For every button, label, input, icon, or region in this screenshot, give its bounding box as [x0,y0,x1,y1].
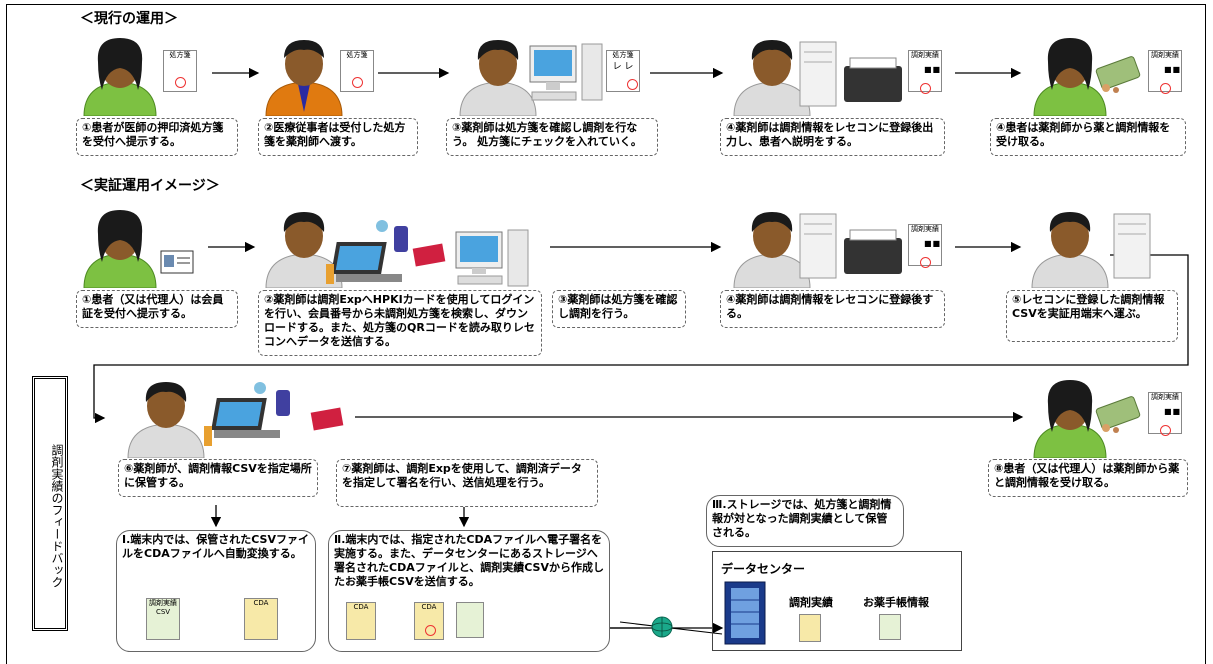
pharmacist-icon [1031,212,1109,288]
patient-icon [1033,380,1107,458]
computer-icon [455,229,529,287]
trial-step-2: ②薬剤師は調剤ExpへHPKIカードを使用してログインを行い、会員番号から未調剤… [258,290,542,356]
patient-icon [83,38,157,116]
laptop-reader-icon [326,220,446,284]
dispense-record-doc-icon: 調剤実績■■ [908,224,942,268]
pharmacist-icon [265,212,343,288]
patient-icon [83,210,157,288]
arrow-wrap [93,254,1189,424]
signed-cda-file-icon: CDA [414,602,444,640]
data-center-item-dispense-record: 調剤実績 [789,596,833,609]
pharmacist-icon [733,212,811,288]
pharmacist-icon [127,382,205,458]
laptop-reader-icon [204,382,344,446]
feedback-step-6: ⑥薬剤師が、調剤情報CSVを指定場所に保管する。 [118,459,318,497]
data-center-item-medication-notebook: お薬手帳情報 [863,596,929,609]
patient-icon [1033,38,1107,116]
dispense-record-doc-icon: 調剤実績■■ [1148,392,1182,436]
staff-icon [265,40,343,116]
dispense-record-doc-icon: 調剤実績■■ [908,50,942,94]
notebook-csv-file-icon [456,602,484,638]
prescription-doc-icon: 処方箋 [340,50,374,92]
rececon-server-printer-icon [799,213,902,279]
prescription-doc-icon: 処方箋 [163,50,197,92]
storage-server-icon [724,581,766,645]
current-step-1: ①患者が医師の押印済処方箋を受付へ提示する。 [76,118,238,156]
computer-icon [529,43,603,101]
cda-file-icon: CDA [244,598,278,640]
terminal-note-1-text: Ⅰ.端末内では、保管されたCSVファイルをCDAファイルへ自動変換する。 [122,533,309,560]
feedback-step-7: ⑦薬剤師は、調剤Expを使用して、調剤済データを指定して署名を行い、送信処理を行… [336,459,598,507]
section-title-trial: ＜実証運用イメージ＞ [80,178,220,194]
section-title-current: ＜現行の運用＞ [80,11,178,27]
feedback-step-8: ⑧患者（又は代理人）は薬剤師から薬と調剤情報を受け取る。 [988,459,1188,497]
terminal-server-icon [1113,213,1151,279]
current-step-5: ④患者は薬剤師から薬と調剤情報を受け取る。 [990,118,1186,156]
medicine-icon [1095,56,1141,93]
pharmacist-icon [459,40,537,116]
storage-note: Ⅲ.ストレージでは、処方箋と調剤情報が対となった調剤実績として保管される。 [706,495,904,547]
current-step-3: ③薬剤師は処方箋を確認し調剤を行なう。 処方箋にチェックを入れていく。 [446,118,658,156]
trial-step-4: ④薬剤師は調剤情報をレセコンに登録後する。 [720,290,945,328]
current-step-4: ④薬剤師は調剤情報をレセコンに登録後出力し、患者へ説明をする。 [720,118,945,156]
trial-step-1: ①患者（又は代理人）は会員証を受付へ提示する。 [76,290,238,328]
csv-file-icon: 調剤実績 CSV [146,598,180,640]
checked-prescription-icon: 処方箋レ レ [606,50,640,92]
cda-file-icon: CDA [346,602,376,640]
pharmacist-icon [733,40,811,116]
terminal-note-2-text: Ⅱ.端末内では、指定されたCDAファイルへ電子署名を実施する。また、データセンタ… [334,533,604,588]
dispense-record-doc-icon: 調剤実績■■ [1148,50,1182,94]
notebook-file-icon [879,614,901,640]
trial-step-3: ③薬剤師は処方箋を確認し調剤を行う。 [552,290,686,328]
member-card-icon [160,250,194,274]
data-center: データセンター 調剤実績 お薬手帳情報 [712,551,962,651]
medicine-icon [1095,396,1141,433]
current-step-2: ②医療従事者は受付した処方箋を薬剤師へ渡す。 [258,118,418,156]
trial-step-5: ⑤レセコンに登録した調剤情報CSVを実証用端末へ運ぶ。 [1006,290,1178,342]
diagram-frame [6,4,1206,664]
feedback-label: 調剤実績のフィードバック [32,376,68,631]
dispense-record-file-icon [799,614,821,642]
rececon-server-printer-icon [799,41,902,107]
data-center-title: データセンター [721,562,806,576]
